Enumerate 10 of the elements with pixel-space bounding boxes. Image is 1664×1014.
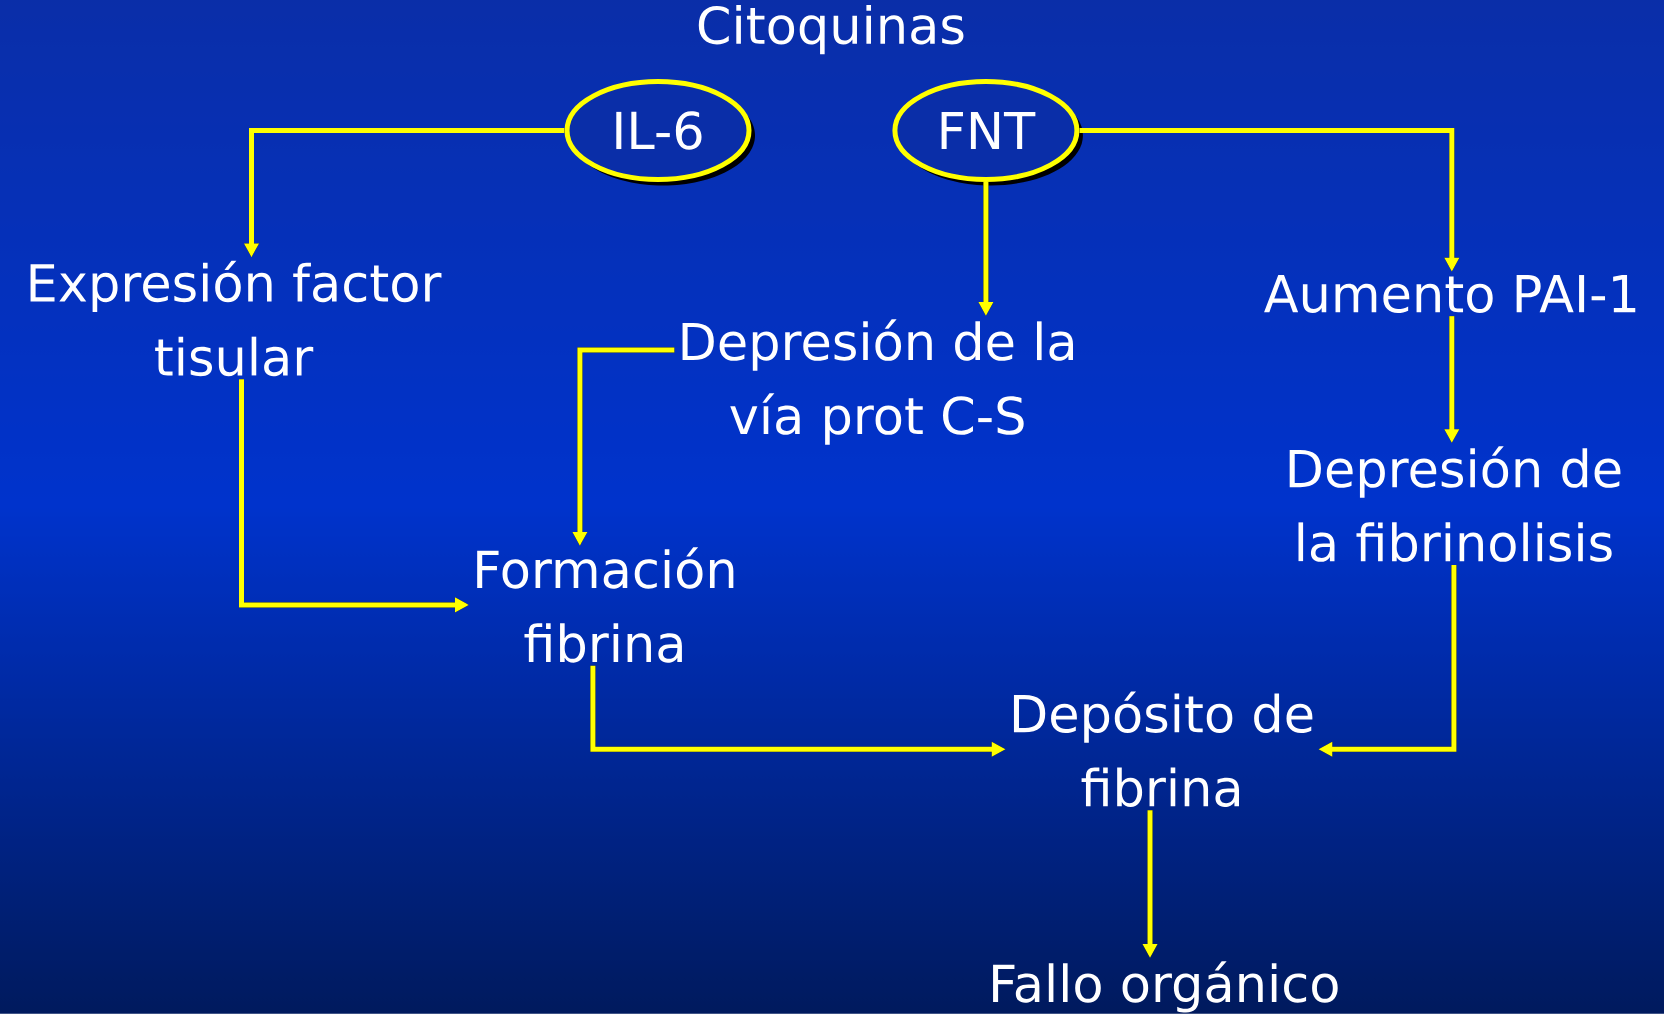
ellipse-node: FNT [892, 79, 1083, 186]
step-text: Depresión de la fibrinolisis [1289, 446, 1621, 562]
step-text: Aumento PAI-1 [1264, 275, 1636, 313]
step-text: Fallo orgánico [993, 961, 1338, 1013]
step-text: Depresión de la vía prot C-S [682, 319, 1073, 445]
title: Citoquinas [698, 5, 964, 55]
ellipse-node: IL-6 [564, 79, 755, 186]
step-text: Formación fibrina [477, 547, 734, 663]
step-text: Expresión factor tisular [30, 260, 442, 377]
step-text: Depósito de fibrina [1013, 691, 1313, 807]
